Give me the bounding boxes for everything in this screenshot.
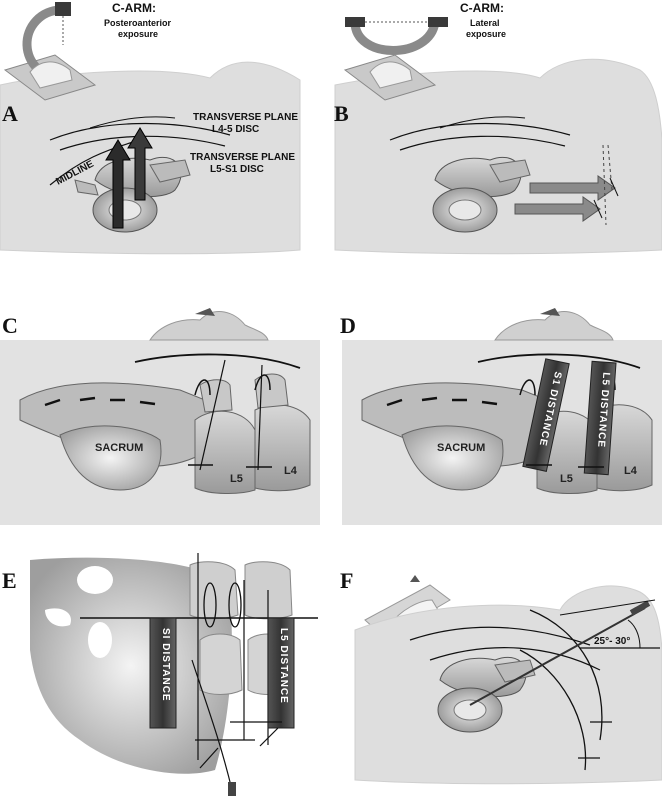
target-tick-2	[593, 199, 603, 219]
panel-a: C-ARM: Posteroanterior exposure A TRANSV…	[0, 1, 301, 255]
carm-b-sub2: exposure	[466, 29, 506, 39]
plane-line-f1	[409, 626, 591, 646]
plane-line-b2	[399, 135, 566, 151]
plane1-label-a: TRANSVERSE PLANE	[193, 112, 298, 123]
panel-e: E SI DISTANCE L5 DISTANCE	[2, 553, 318, 796]
panel-f: F 25°- 30°	[340, 568, 662, 785]
panel-b-label: B	[334, 101, 349, 126]
slash-e1	[199, 747, 219, 769]
needle-path-e	[191, 659, 233, 791]
sacrum-label-d: SACRUM	[437, 442, 485, 454]
c-arm-posteroanterior-icon	[3, 2, 97, 101]
patient-prone-icon-d	[494, 308, 614, 341]
panel-d-label: D	[340, 313, 356, 338]
plane-line-3	[89, 116, 176, 129]
plane-line-1	[49, 122, 231, 141]
needle-handle-f	[629, 600, 651, 616]
angle-ref-f	[559, 599, 656, 616]
patient-back-a	[0, 61, 301, 255]
arrow-right-upper	[529, 175, 616, 201]
panel-b: C-ARM: Lateral exposure B	[334, 1, 662, 255]
needle-arc-d1	[519, 379, 536, 396]
needle-arc-f2	[519, 649, 587, 771]
spine-lateral-c	[19, 373, 311, 494]
slash-e2	[259, 727, 279, 747]
plane-line-b3	[439, 116, 526, 129]
l5-label-c: L5	[230, 473, 243, 485]
midline-line	[49, 139, 141, 186]
pedicle-ring-e1	[203, 582, 217, 628]
arrow-up-l5s1	[105, 139, 131, 229]
c-arm-lateral-icon	[343, 17, 448, 101]
plane2-label-b: L5-S1 DISC	[210, 164, 264, 175]
pedicle-ring-e2	[228, 582, 242, 628]
guide-line-c2	[257, 364, 263, 471]
plane-line-b1	[389, 122, 571, 141]
skin-line-c	[134, 353, 301, 369]
needle-arc-f1	[529, 609, 603, 741]
carm-a-sub2: exposure	[118, 29, 158, 39]
carm-a-sub1: Posteroanterior	[104, 18, 172, 28]
needle-f	[469, 607, 646, 706]
carm-b-title: C-ARM:	[460, 1, 504, 15]
s1-distance-label-e: SI DISTANCE	[160, 628, 171, 702]
sacrum-label-c: SACRUM	[95, 442, 143, 454]
guide-line-c1	[199, 359, 226, 471]
l5-distance-label-d: L5 DISTANCE	[595, 372, 611, 448]
needle-arc-c1	[194, 379, 211, 396]
needle-arc-c2	[254, 374, 271, 391]
panel-c: C SACRUM L5 L4	[0, 308, 320, 525]
l4-label-c: L4	[284, 465, 298, 477]
angle-label-f: 25°- 30°	[594, 636, 630, 647]
l5-distance-ruler-e: L5 DISTANCE	[267, 617, 295, 729]
panel-e-label: E	[2, 568, 17, 593]
needle-tip-e	[228, 782, 236, 796]
dashed-line-2	[607, 144, 613, 191]
arrow-up-l45	[127, 127, 153, 201]
panel-f-label: F	[340, 568, 353, 593]
patient-prone-icon-c	[149, 308, 269, 341]
l5-label-d: L5	[560, 473, 573, 485]
carm-a-title: C-ARM:	[112, 1, 156, 15]
plane2-label-a: TRANSVERSE PLANE	[190, 152, 295, 163]
panel-a-label: A	[2, 101, 18, 126]
l5-distance-label-e: L5 DISTANCE	[278, 628, 289, 704]
angle-arc-f	[627, 619, 641, 649]
panel-c-label: C	[2, 313, 18, 338]
arrow-right-lower	[514, 196, 601, 222]
plane-line-f2	[429, 647, 601, 671]
carm-b-sub1: Lateral	[470, 18, 500, 28]
skin-line-d	[477, 353, 641, 369]
l5-distance-ruler-d: L5 DISTANCE	[583, 360, 617, 476]
dashed-line-1	[602, 144, 607, 226]
s1-distance-ruler-e: SI DISTANCE	[149, 617, 177, 729]
plane1-label-b: L4-5 DISC	[212, 124, 259, 135]
target-tick-1	[609, 177, 619, 197]
vertebra-b	[432, 156, 531, 233]
panel-d: D S1 DISTANCE L5 DISTANCE SACRUM L5 L4	[340, 308, 662, 525]
s1-distance-ruler-d: S1 DISTANCE	[522, 358, 570, 472]
l4-label-d: L4	[624, 465, 638, 477]
